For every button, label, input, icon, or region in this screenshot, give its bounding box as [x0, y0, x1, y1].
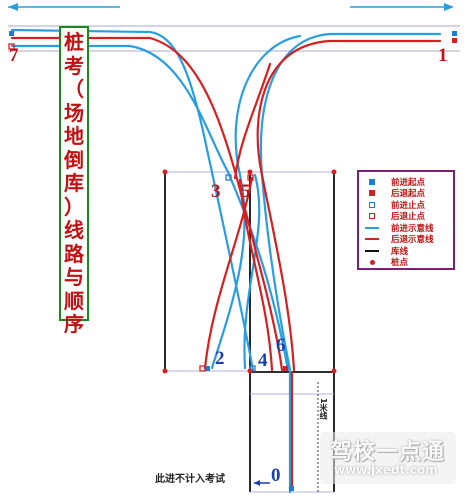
title-char: 路 [64, 241, 84, 266]
legend-symbol [365, 238, 391, 241]
legend-symbol [365, 178, 391, 185]
legend-label: 后退起点 [391, 189, 426, 200]
point-label-0: 0 [271, 465, 281, 486]
legend-item: 前进起点 [365, 176, 453, 188]
legend-label: 桩点 [391, 258, 409, 269]
markers [8, 31, 457, 491]
legend-symbol [365, 259, 391, 265]
point-label-5: 5 [241, 181, 251, 202]
title-char: 倒 [64, 147, 84, 172]
title-char: （ [64, 77, 84, 101]
note-text: 此进不计入考试 [155, 474, 225, 485]
legend-symbol [365, 190, 391, 197]
legend-symbol [365, 226, 391, 229]
point-label-3: 3 [211, 181, 221, 202]
reverse-paths [10, 36, 442, 492]
point-label-4: 4 [258, 350, 268, 371]
title-char: 场 [64, 100, 84, 125]
title-char: 序 [64, 312, 84, 336]
title-char: 地 [64, 124, 84, 148]
point-label-7: 7 [9, 45, 19, 66]
meter-label: 1米线 [319, 398, 328, 420]
vertical-title: 桩考（场地倒库）线路与顺序 [59, 26, 89, 336]
legend-item: 后退起点 [365, 188, 453, 200]
legend-symbol [365, 201, 391, 208]
watermark: 驾校一点通 www.jxedt.com [320, 432, 456, 484]
legend-label: 前进止点 [391, 200, 426, 211]
legend-item: 桩点 [365, 257, 453, 269]
legend-symbol [365, 213, 391, 220]
title-char: 线 [64, 218, 84, 242]
legend-label: 后退止点 [391, 212, 426, 223]
legend-symbol [365, 249, 391, 252]
legend-label: 后退示意线 [391, 235, 434, 246]
title-char: 桩 [64, 30, 84, 54]
legend-item: 前进示意线 [365, 222, 453, 234]
legend-item: 后退止点 [365, 211, 453, 223]
point-label-2: 2 [215, 348, 225, 369]
legend-item: 后退示意线 [365, 234, 453, 246]
start-arrow [254, 480, 270, 486]
legend: 前进起点后退起点前进止点后退止点前进示意线后退示意线库线桩点 [357, 170, 455, 270]
title-char: 考 [64, 53, 84, 78]
legend-label: 前进起点 [391, 177, 426, 188]
title-char: 库 [64, 171, 84, 195]
title-char: 顺 [64, 288, 84, 313]
watermark-url: www.jxedt.com [334, 463, 438, 477]
garage-lines [164, 172, 335, 492]
title-char: 与 [64, 265, 84, 289]
point-label-1: 1 [438, 45, 448, 66]
point-label-6: 6 [276, 335, 286, 356]
watermark-text: 驾校一点通 [330, 440, 446, 465]
legend-item: 前进止点 [365, 199, 453, 211]
legend-item: 库线 [365, 245, 453, 257]
legend-label: 库线 [391, 246, 409, 257]
title-char: ） [64, 194, 84, 219]
legend-label: 前进示意线 [391, 223, 434, 234]
